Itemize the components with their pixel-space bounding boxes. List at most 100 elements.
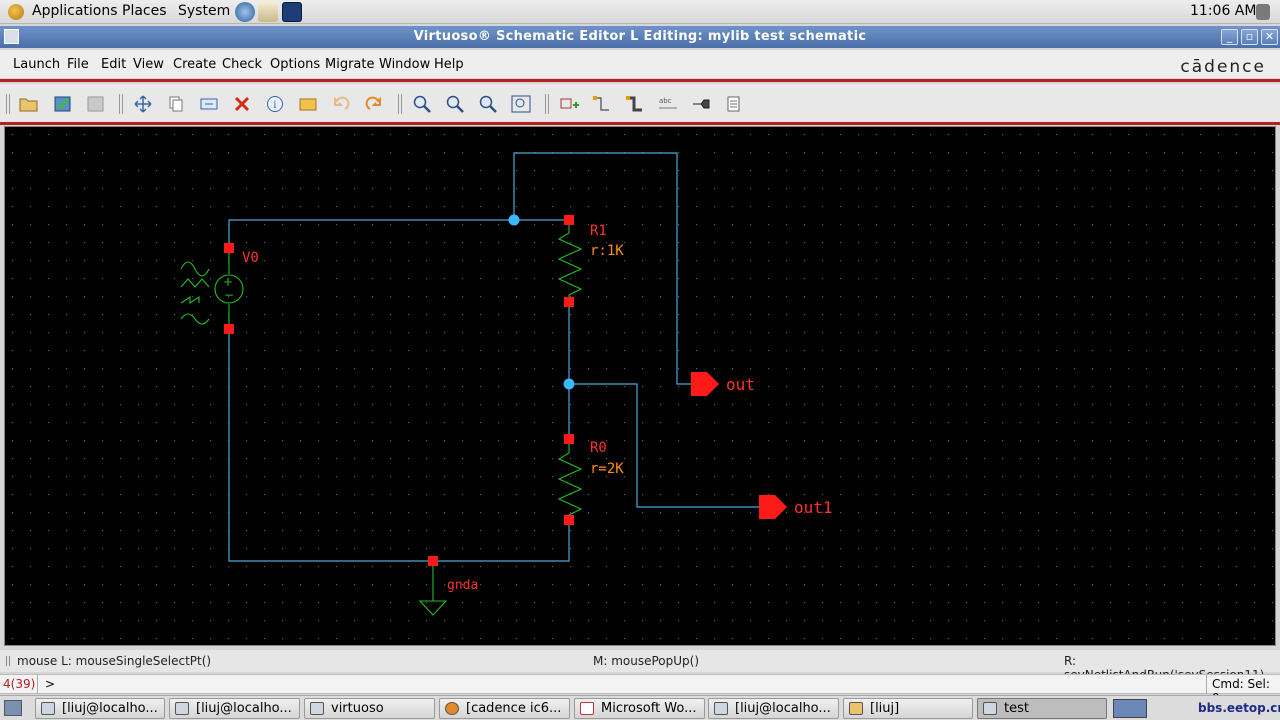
r0-value: r=2K (590, 461, 624, 477)
out1-pin-icon[interactable] (759, 495, 787, 519)
redo-icon[interactable] (364, 95, 384, 113)
task-label: virtuoso (331, 701, 384, 716)
r1-label: R1 (590, 223, 607, 239)
task-label: [liuj] (870, 701, 900, 716)
properties-icon[interactable]: i (265, 95, 285, 113)
task-folder[interactable]: [liuj] (843, 698, 973, 719)
pin-marker (224, 324, 234, 334)
mail-launcher-icon[interactable] (258, 2, 278, 22)
menubar: Launch File Edit View Create Check Optio… (0, 50, 1280, 78)
zoom-area-icon[interactable] (478, 95, 498, 113)
system-menu[interactable]: System (178, 3, 231, 19)
taskbar: [liuj@localho... [liuj@localho... virtuo… (0, 695, 1280, 720)
grip-icon (6, 656, 10, 666)
add-wide-wire-icon[interactable] (625, 95, 645, 113)
delete-icon[interactable] (232, 95, 252, 113)
copy-icon[interactable] (166, 95, 186, 113)
applications-menu[interactable]: Applications (32, 3, 118, 19)
r1-resistor-symbol[interactable] (557, 220, 583, 303)
wires[interactable] (228, 152, 759, 562)
volume-icon[interactable] (1256, 4, 1270, 20)
check-save-icon[interactable] (53, 95, 73, 113)
out1-pin-label: out1 (794, 498, 833, 517)
command-divider (37, 675, 38, 694)
zoom-out-icon[interactable] (445, 95, 465, 113)
task-word[interactable]: Microsoft Wo... (574, 698, 705, 719)
places-menu[interactable]: Places (122, 3, 167, 19)
schematic-canvas[interactable]: + − V0 R1 r (4, 126, 1276, 646)
menu-file[interactable]: File (67, 57, 89, 72)
r0-resistor-symbol[interactable] (557, 439, 583, 520)
toolbar-grip[interactable] (6, 94, 10, 114)
open-icon[interactable] (19, 95, 39, 113)
folder-icon (849, 702, 863, 715)
toolbar-grip[interactable] (545, 94, 549, 114)
out-pin-icon[interactable] (691, 372, 719, 396)
svg-text:−: − (224, 288, 234, 302)
maximize-button[interactable]: ▫ (1241, 29, 1258, 45)
mouse-left-binding: mouse L: mouseSingleSelectPt() (17, 654, 212, 668)
task-virtuoso[interactable]: virtuoso (304, 698, 435, 719)
descend-icon[interactable] (298, 95, 318, 113)
command-prompt: > (45, 677, 56, 691)
close-button[interactable]: ✕ (1261, 29, 1278, 45)
undo-icon[interactable] (331, 95, 351, 113)
v0-source-symbol[interactable]: + − (180, 248, 244, 329)
pin-marker (564, 434, 574, 444)
add-pin-icon[interactable] (691, 95, 711, 113)
mouse-middle-binding: M: mousePopUp() (593, 654, 700, 668)
task-label: [liuj@localho... (735, 701, 831, 716)
menu-launch[interactable]: Launch (13, 57, 61, 72)
svg-text:i: i (273, 100, 276, 111)
fit-icon[interactable] (511, 95, 531, 113)
task-terminal-2[interactable]: [liuj@localho... (169, 698, 300, 719)
gnome-foot-icon[interactable] (8, 4, 24, 20)
svg-text:abc: abc (659, 97, 672, 105)
pin-marker (224, 243, 234, 253)
command-input[interactable] (58, 676, 1198, 693)
terminal-launcher-icon[interactable] (282, 2, 302, 22)
task-test[interactable]: test (977, 698, 1107, 719)
toolbar-grip[interactable] (398, 94, 402, 114)
net-junction (563, 378, 575, 390)
toolbar-grip[interactable] (119, 94, 123, 114)
menu-edit[interactable]: Edit (101, 57, 127, 72)
command-line: 4(39) > Cmd: Sel: 0 (0, 674, 1280, 705)
terminal-icon (714, 702, 728, 715)
menu-window[interactable]: Window (379, 57, 431, 72)
workspace-switcher[interactable] (1113, 699, 1147, 718)
menu-check[interactable]: Check (222, 57, 262, 72)
add-note-icon[interactable] (724, 95, 744, 113)
menu-create[interactable]: Create (173, 57, 217, 72)
add-instance-icon[interactable] (559, 95, 579, 113)
wire-feedback-out (513, 152, 691, 385)
pin-marker (564, 515, 574, 525)
minimize-button[interactable]: _ (1221, 29, 1238, 45)
menu-options[interactable]: Options (270, 57, 321, 72)
task-terminal-1[interactable]: [liuj@localho... (35, 698, 165, 719)
add-wire-name-icon[interactable]: abc (658, 95, 678, 113)
wire-gnd-loop (228, 329, 570, 562)
gnd-symbol[interactable] (418, 561, 448, 616)
toolbar-divider (0, 122, 1280, 125)
task-cadence-browser[interactable]: [cadence ic6... (439, 698, 570, 719)
r1-value: r:1K (590, 243, 624, 259)
add-wire-icon[interactable] (592, 95, 612, 113)
pin-marker (564, 215, 574, 225)
schematic-icon (983, 702, 997, 715)
command-counter: 4(39) (3, 677, 36, 691)
pin-markers[interactable] (224, 215, 574, 566)
window-menu-icon[interactable] (4, 29, 19, 44)
move-icon[interactable] (133, 95, 153, 113)
show-desktop-icon[interactable] (4, 700, 22, 716)
save-icon[interactable] (86, 95, 106, 113)
menu-migrate[interactable]: Migrate (325, 57, 375, 72)
browser-launcher-icon[interactable] (235, 2, 255, 22)
task-terminal-3[interactable]: [liuj@localho... (708, 698, 839, 719)
menu-help[interactable]: Help (434, 57, 464, 72)
stretch-icon[interactable] (199, 95, 219, 113)
clock[interactable]: 11:06 AM (1190, 3, 1257, 19)
menu-view[interactable]: View (133, 57, 164, 72)
zoom-in-icon[interactable] (412, 95, 432, 113)
terminal-icon (175, 702, 189, 715)
